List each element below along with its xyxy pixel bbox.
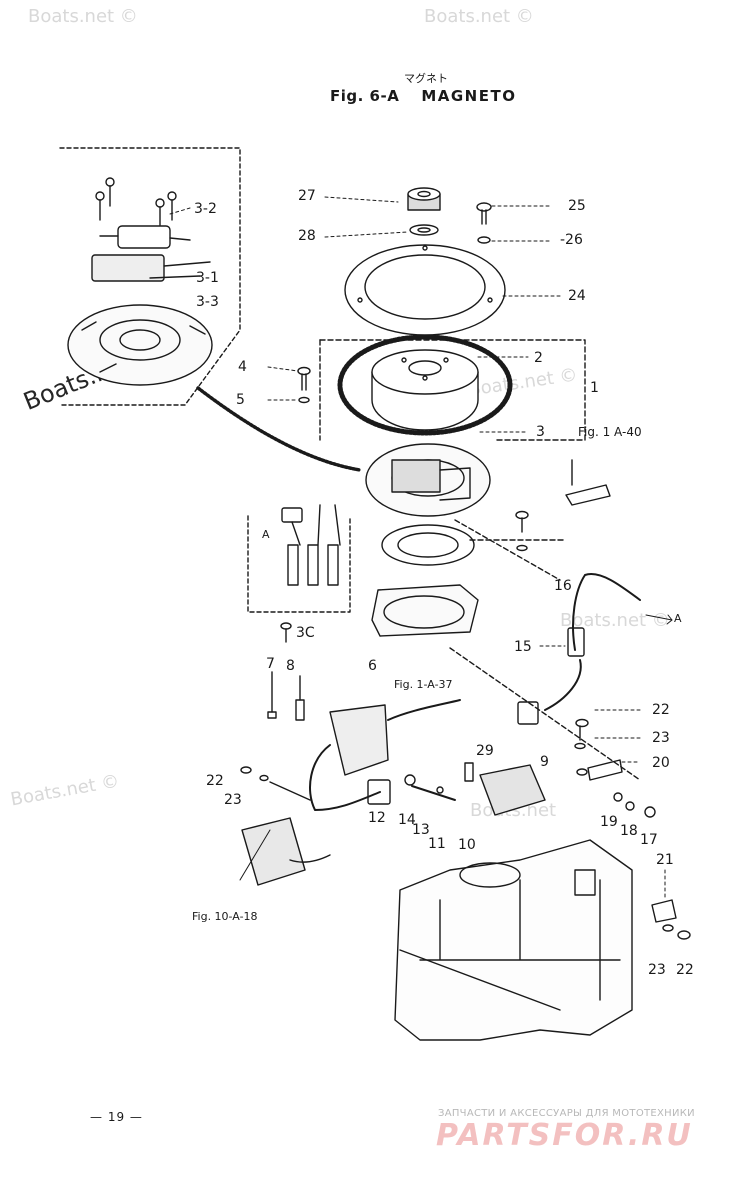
inset-screws (95, 177, 177, 226)
callout-3-2: 3-2 (194, 201, 217, 217)
callout-27: 27 (298, 188, 316, 204)
watermark-corner-top: Boats.net © (424, 6, 534, 27)
callout-15: 15 (514, 639, 532, 655)
callout-4: 4 (238, 359, 247, 375)
callout-24: 24 (568, 288, 586, 304)
ref-fig-1-a-40: Fig. 1 A-40 (578, 425, 642, 439)
callout-11: 11 (428, 836, 446, 852)
ref-fig-1-a-37: Fig. 1-A-37 (394, 678, 453, 691)
callout-22-left: 22 (206, 773, 224, 789)
callout-7: 7 (266, 656, 275, 672)
title-katakana: マグネト (404, 72, 448, 85)
callout-6: 6 (368, 658, 377, 674)
callout-3c: 3C (296, 625, 315, 641)
callout-16: 16 (554, 578, 572, 594)
page-number: — 19 — (90, 1110, 143, 1124)
callout-3: 3 (536, 424, 545, 440)
callout-26: -26 (560, 232, 583, 248)
callout-12: 12 (368, 810, 386, 826)
callout-21: 21 (656, 852, 674, 868)
callout-17: 17 (640, 832, 658, 848)
callout-20: 20 (652, 755, 670, 771)
connector-mark-a-right: A (674, 612, 682, 625)
callout-23-right: 23 (652, 730, 670, 746)
watermark-corner-left: Boats.net © (28, 6, 138, 27)
callout-8: 8 (286, 658, 295, 674)
callout-1: 1 (590, 380, 599, 396)
callout-28: 28 (298, 228, 316, 244)
callout-29: 29 (476, 743, 494, 759)
callout-3-3: 3-3 (196, 294, 219, 310)
callout-23-left: 23 (224, 792, 242, 808)
callout-5: 5 (236, 392, 245, 408)
leader-lines (169, 196, 666, 899)
callout-3-1: 3-1 (196, 270, 219, 286)
callout-14: 14 (398, 812, 416, 828)
connector-mark-a-left: A (262, 528, 270, 541)
ref-fig-10-a-18: Fig. 10-A-18 (192, 910, 258, 923)
callout-22-right: 22 (652, 702, 670, 718)
figure-title: MAGNETO (421, 87, 517, 105)
crankcase (394, 839, 633, 1041)
callout-19: 19 (600, 814, 618, 830)
shop-logo: PARTSFOR.RU (436, 1118, 693, 1153)
callout-25: 25 (568, 198, 586, 214)
callout-18: 18 (620, 823, 638, 839)
shop-tagline: ЗАПЧАСТИ И АКСЕССУАРЫ ДЛЯ МОТОТЕХНИКИ (438, 1108, 695, 1119)
callout-9: 9 (540, 754, 549, 770)
callout-23-bottom: 23 (648, 962, 666, 978)
figure-number: Fig. 6-A (330, 87, 400, 105)
callout-10: 10 (458, 837, 476, 853)
page-title: Fig. 6-A MAGNETO (330, 87, 516, 105)
callout-2: 2 (534, 350, 543, 366)
watermark-mid: Boats.net © (560, 610, 670, 631)
callout-13: 13 (412, 822, 430, 838)
callout-22-bottom: 22 (676, 962, 694, 978)
inset-detail (59, 147, 241, 406)
